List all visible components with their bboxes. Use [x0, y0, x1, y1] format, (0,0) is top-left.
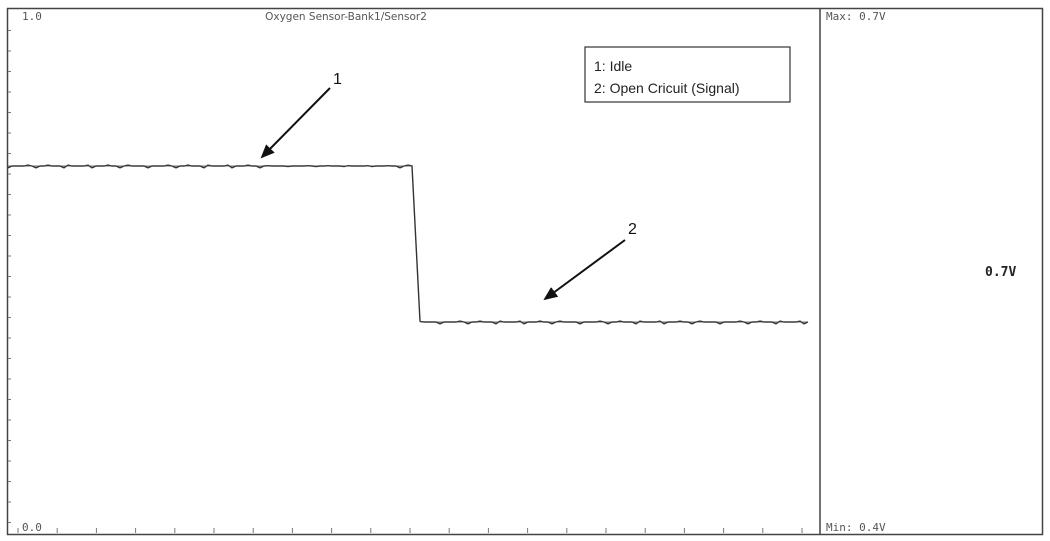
chart-title: Oxygen Sensor-Bank1/Sensor2	[265, 11, 427, 23]
legend: 1: Idle 2: Open Cricuit (Signal)	[584, 46, 791, 103]
callout-2-arrow	[543, 239, 626, 301]
callout-1-number: 1	[333, 71, 342, 88]
waveform	[7, 164, 809, 325]
current-reading: 0.7V	[985, 265, 1016, 280]
legend-box	[584, 46, 791, 103]
callout-1-arrow	[260, 87, 331, 159]
signal-trace	[7, 164, 809, 325]
display-border	[6, 7, 1044, 536]
callout-1: 1	[260, 71, 342, 159]
axis-ticks	[8, 30, 803, 533]
max-label: Max: 0.7V	[826, 10, 886, 23]
callout-2-number: 2	[628, 221, 637, 238]
legend-item-1: 1: Idle	[594, 58, 632, 74]
legend-item-2: 2: Open Cricuit (Signal)	[594, 80, 740, 96]
top-scale-label: 1.0	[22, 10, 42, 23]
bottom-scale-label: 0.0	[22, 521, 42, 534]
min-label: Min: 0.4V	[826, 521, 886, 534]
callout-2: 2	[543, 221, 637, 301]
